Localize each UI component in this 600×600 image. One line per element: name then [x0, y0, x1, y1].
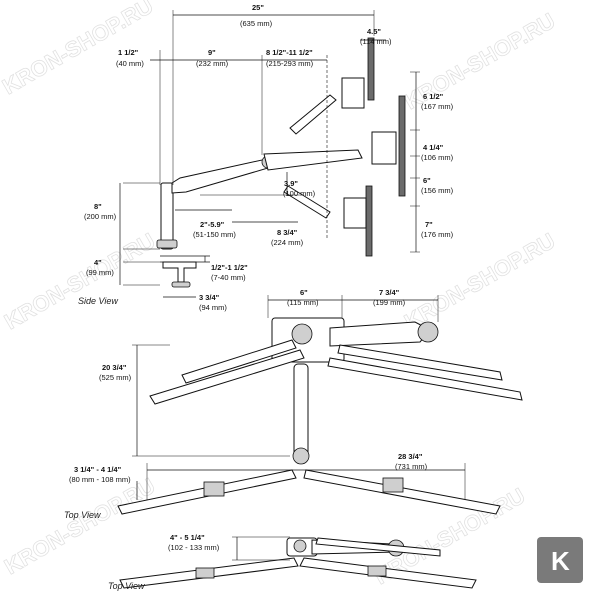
pole-base — [156, 239, 178, 249]
monitor-top-right-wing-2 — [337, 344, 503, 381]
dim-total-width-mm: (635 mm) — [240, 19, 273, 28]
dim-pivot-height-mm: (106 mm) — [421, 153, 454, 162]
upper-arm-raised — [289, 94, 337, 135]
dim-arm-offset-in: 2"-5.9" — [200, 220, 225, 229]
dim-lower-arm-in: 8 3/4" — [277, 228, 298, 237]
monitor-plate-top — [367, 37, 375, 101]
top-view-1: 6" (115 mm) 7 3/4" (199 mm) 20 3/4" (525… — [64, 288, 523, 520]
dim-height-up-mm: (167 mm) — [421, 102, 454, 111]
dim-tilt-depth-mm: (114 mm) — [360, 37, 392, 46]
monitor-plate-mid — [398, 95, 406, 197]
top-view-2-label: Top View — [108, 581, 145, 591]
dim-offset-in: 3 1/4" - 4 1/4" — [74, 465, 122, 474]
bracket-right — [382, 477, 404, 493]
dim-upper-arm-in: 9" — [208, 48, 216, 57]
dim-center-height-in: 6" — [423, 176, 431, 185]
tv2-monitor-right — [299, 557, 477, 589]
dim-arm-offset-mm: (51-150 mm) — [193, 230, 236, 239]
tv2-pivot — [293, 539, 307, 553]
top-arm-end-knob — [417, 321, 439, 343]
mount-pole — [160, 182, 174, 250]
dim-height-down-mm: (176 mm) — [421, 230, 454, 239]
clamp-knob — [171, 281, 191, 288]
dim-pole-height-in: 8" — [94, 202, 102, 211]
monitor-top-right-wing — [327, 357, 523, 401]
top-view-1-label: Top View — [64, 510, 101, 520]
dim-arm-width-in: 6" — [300, 288, 308, 297]
tilt-head-top — [341, 77, 365, 109]
lower-arm — [171, 159, 269, 194]
tilt-head-bottom — [343, 197, 367, 229]
desk-clamp — [162, 261, 197, 283]
dim-upper-arm-mm: (232 mm) — [196, 59, 229, 68]
tilt-head-mid — [371, 131, 397, 165]
top-arm-hub — [292, 447, 310, 465]
dim-depth-in: 20 3/4" — [102, 363, 127, 372]
dim-span-in: 28 3/4" — [398, 452, 423, 461]
dim-extension-in: 8 1/2"-11 1/2" — [266, 48, 313, 57]
watermark-4: KRON-SHOP.RU — [400, 228, 559, 334]
logo-badge — [537, 537, 583, 583]
dim-pole-height-mm: (200 mm) — [84, 212, 117, 221]
dim-tilt-depth-in: 4.5" — [367, 27, 381, 36]
tv2-bracket-right — [367, 565, 387, 577]
dim-extension-mm: (215-293 mm) — [266, 59, 314, 68]
monitor-top-left-wing — [149, 349, 305, 405]
watermark-3: KRON-SHOP.RU — [0, 228, 159, 334]
side-view: 25" (635 mm) 1 1/2" (40 mm) 9" (232 mm) … — [78, 3, 454, 312]
dim-total-width-in: 25" — [252, 3, 264, 12]
upper-arm — [263, 149, 363, 171]
dim-span-mm: (731 mm) — [395, 462, 428, 471]
bracket-left — [203, 481, 225, 497]
dim-arm-rise-in: 3.9" — [284, 179, 298, 188]
dim-reach-mm: (199 mm) — [373, 298, 406, 307]
dim-reach-in: 7 3/4" — [379, 288, 400, 297]
logo-letter: K — [551, 546, 570, 576]
shop-logo: K — [537, 537, 583, 583]
tv2-bracket-left — [195, 567, 215, 579]
upper-arm-lowered — [283, 185, 331, 219]
dim-height-up-in: 6 1/2" — [423, 92, 444, 101]
dim-height-down-in: 7" — [425, 220, 433, 229]
watermark-5: KRON-SHOP.RU — [0, 473, 159, 579]
dim-tv2-offset-mm: (102 - 133 mm) — [168, 543, 220, 552]
monitor-plate-bottom — [365, 185, 373, 257]
dim-clamp-height-mm: (99 mm) — [86, 268, 114, 277]
dim-lower-arm-mm: (224 mm) — [271, 238, 304, 247]
dim-center-height-mm: (156 mm) — [421, 186, 454, 195]
top-view-2: 4" - 5 1/4" (102 - 133 mm) Top View — [108, 533, 477, 591]
top-arm-extended — [329, 321, 431, 347]
side-view-label: Side View — [78, 296, 118, 306]
dim-offset-mm: (80 mm - 108 mm) — [69, 475, 131, 484]
dim-depth-mm: (525 mm) — [99, 373, 132, 382]
dim-tv2-offset-in: 4" - 5 1/4" — [170, 533, 205, 542]
top-mount-pivot — [291, 323, 313, 345]
dim-pivot-height-in: 4 1/4" — [423, 143, 444, 152]
dim-desk-thickness-in: 1/2"-1 1/2" — [211, 263, 248, 272]
monitor-top-left-wing-2 — [181, 339, 297, 384]
dim-offset-left-mm: (40 mm) — [116, 59, 144, 68]
dim-clamp-height-in: 4" — [94, 258, 102, 267]
dim-clamp-depth-mm: (94 mm) — [199, 303, 227, 312]
dim-desk-thickness-mm: (7-40 mm) — [211, 273, 246, 282]
dim-arm-width-mm: (115 mm) — [287, 298, 319, 307]
dim-arm-rise-mm: (100 mm) — [283, 189, 316, 198]
top-vertical-arm — [293, 363, 309, 457]
dim-clamp-depth-in: 3 3/4" — [199, 293, 220, 302]
dim-offset-left-in: 1 1/2" — [118, 48, 139, 57]
tv2-panel-right-top — [315, 537, 441, 557]
